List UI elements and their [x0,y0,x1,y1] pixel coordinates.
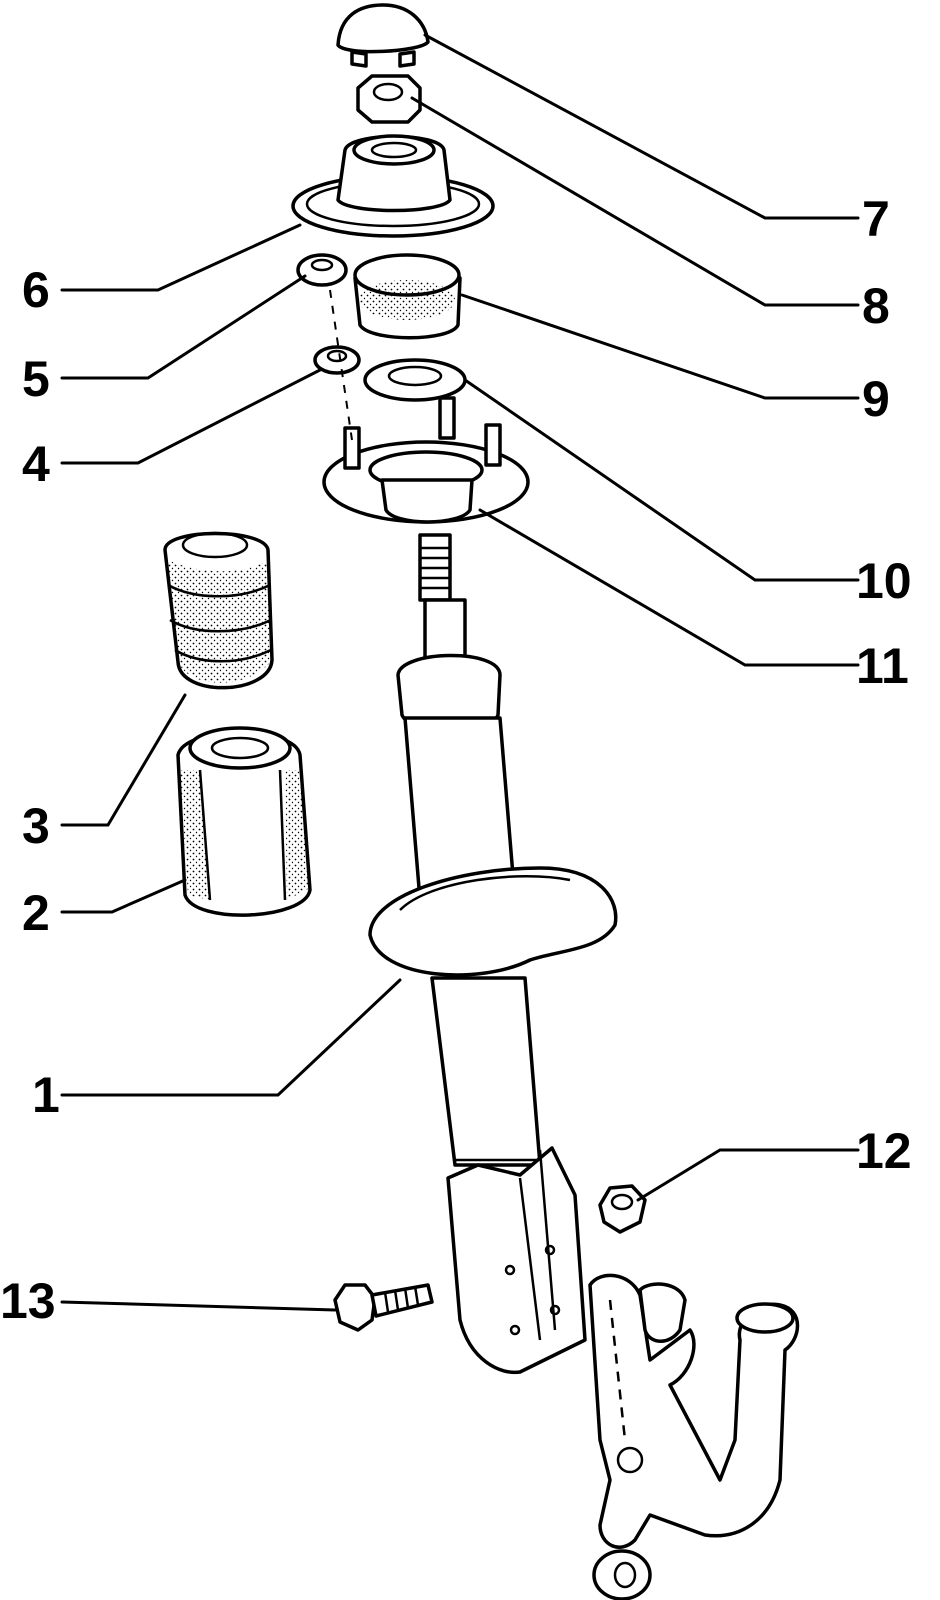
callout-label-1: 1 [32,1067,60,1123]
upper-mount [291,134,495,238]
small-washer [313,345,361,375]
callout-label-12: 12 [856,1123,912,1179]
callout-label-10: 10 [856,553,912,609]
steering-knuckle [588,1273,800,1600]
callout-label-2: 2 [22,885,50,941]
callout-label-5: 5 [22,351,50,407]
mounting-plate [322,396,530,524]
dust-boot [176,726,312,917]
rubber-bushing [353,253,462,340]
large-washer [363,358,467,402]
callout-label-7: 7 [862,191,890,247]
small-nut [296,253,348,287]
callout-label-3: 3 [22,798,50,854]
callout-label-13: 13 [0,1273,56,1329]
hex-bolt [333,1283,434,1332]
callout-label-6: 6 [22,262,50,318]
callout-labels: 1 2 3 4 5 6 7 8 9 10 11 12 13 [0,191,912,1329]
dust-cap [336,3,430,68]
callout-label-9: 9 [862,371,890,427]
top-nut [356,74,422,124]
callout-label-4: 4 [22,436,50,492]
callout-label-11: 11 [856,638,909,694]
bump-stop [163,531,274,690]
leader-lines [60,33,860,1312]
hex-nut [598,1184,647,1234]
strut-body [368,533,618,1375]
callout-label-8: 8 [862,278,890,334]
